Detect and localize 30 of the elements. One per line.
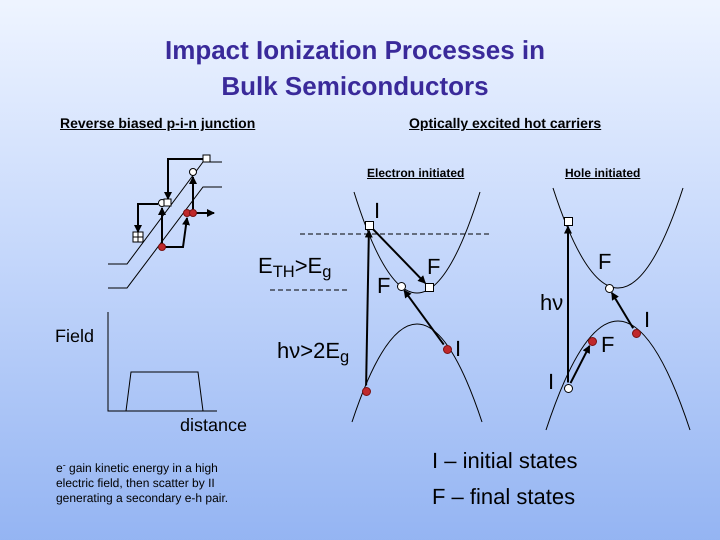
state-label: I (644, 308, 650, 332)
state-label: I (548, 370, 554, 394)
transition-arrow (364, 230, 373, 386)
state-label: F (427, 255, 440, 279)
transition-arrow (570, 345, 590, 384)
state-label: I (374, 199, 380, 223)
transition-arrow (610, 292, 634, 329)
state-square (364, 220, 374, 230)
state-square (564, 216, 572, 226)
axis-label: distance (180, 414, 248, 437)
note-text: e$^{-}$ gain kinetic energy in a high electric field, then scatter by II generating a secondary e-h pair. (56, 461, 230, 506)
subheading: Electron initiated (367, 165, 464, 182)
transition-arrow (564, 226, 572, 382)
title: Impact Ionization Processes in Bulk Semiconductors (164, 34, 546, 103)
transition-arrow (372, 228, 426, 284)
state-label: F (601, 333, 614, 357)
legend-text: F – final states (432, 483, 576, 511)
section-heading: Optically excited hot carriers (409, 114, 602, 133)
legend-text: I – initial states (432, 447, 578, 475)
axis-label: Field (55, 325, 94, 348)
transition-arrow (403, 290, 445, 346)
state-label: F (598, 250, 612, 274)
threshold-label: E$_{TH}$>E$_{g}$ (258, 252, 332, 282)
state-square (424, 282, 434, 292)
photon-label: hν>2E$_{g}$ (277, 337, 350, 367)
subheading: Hole initiated (565, 165, 640, 182)
photon-label: hν (540, 289, 564, 317)
state-label: F (377, 274, 390, 298)
section-heading: Reverse biased p-i-n junction (60, 114, 256, 133)
state-label: I (455, 337, 462, 361)
